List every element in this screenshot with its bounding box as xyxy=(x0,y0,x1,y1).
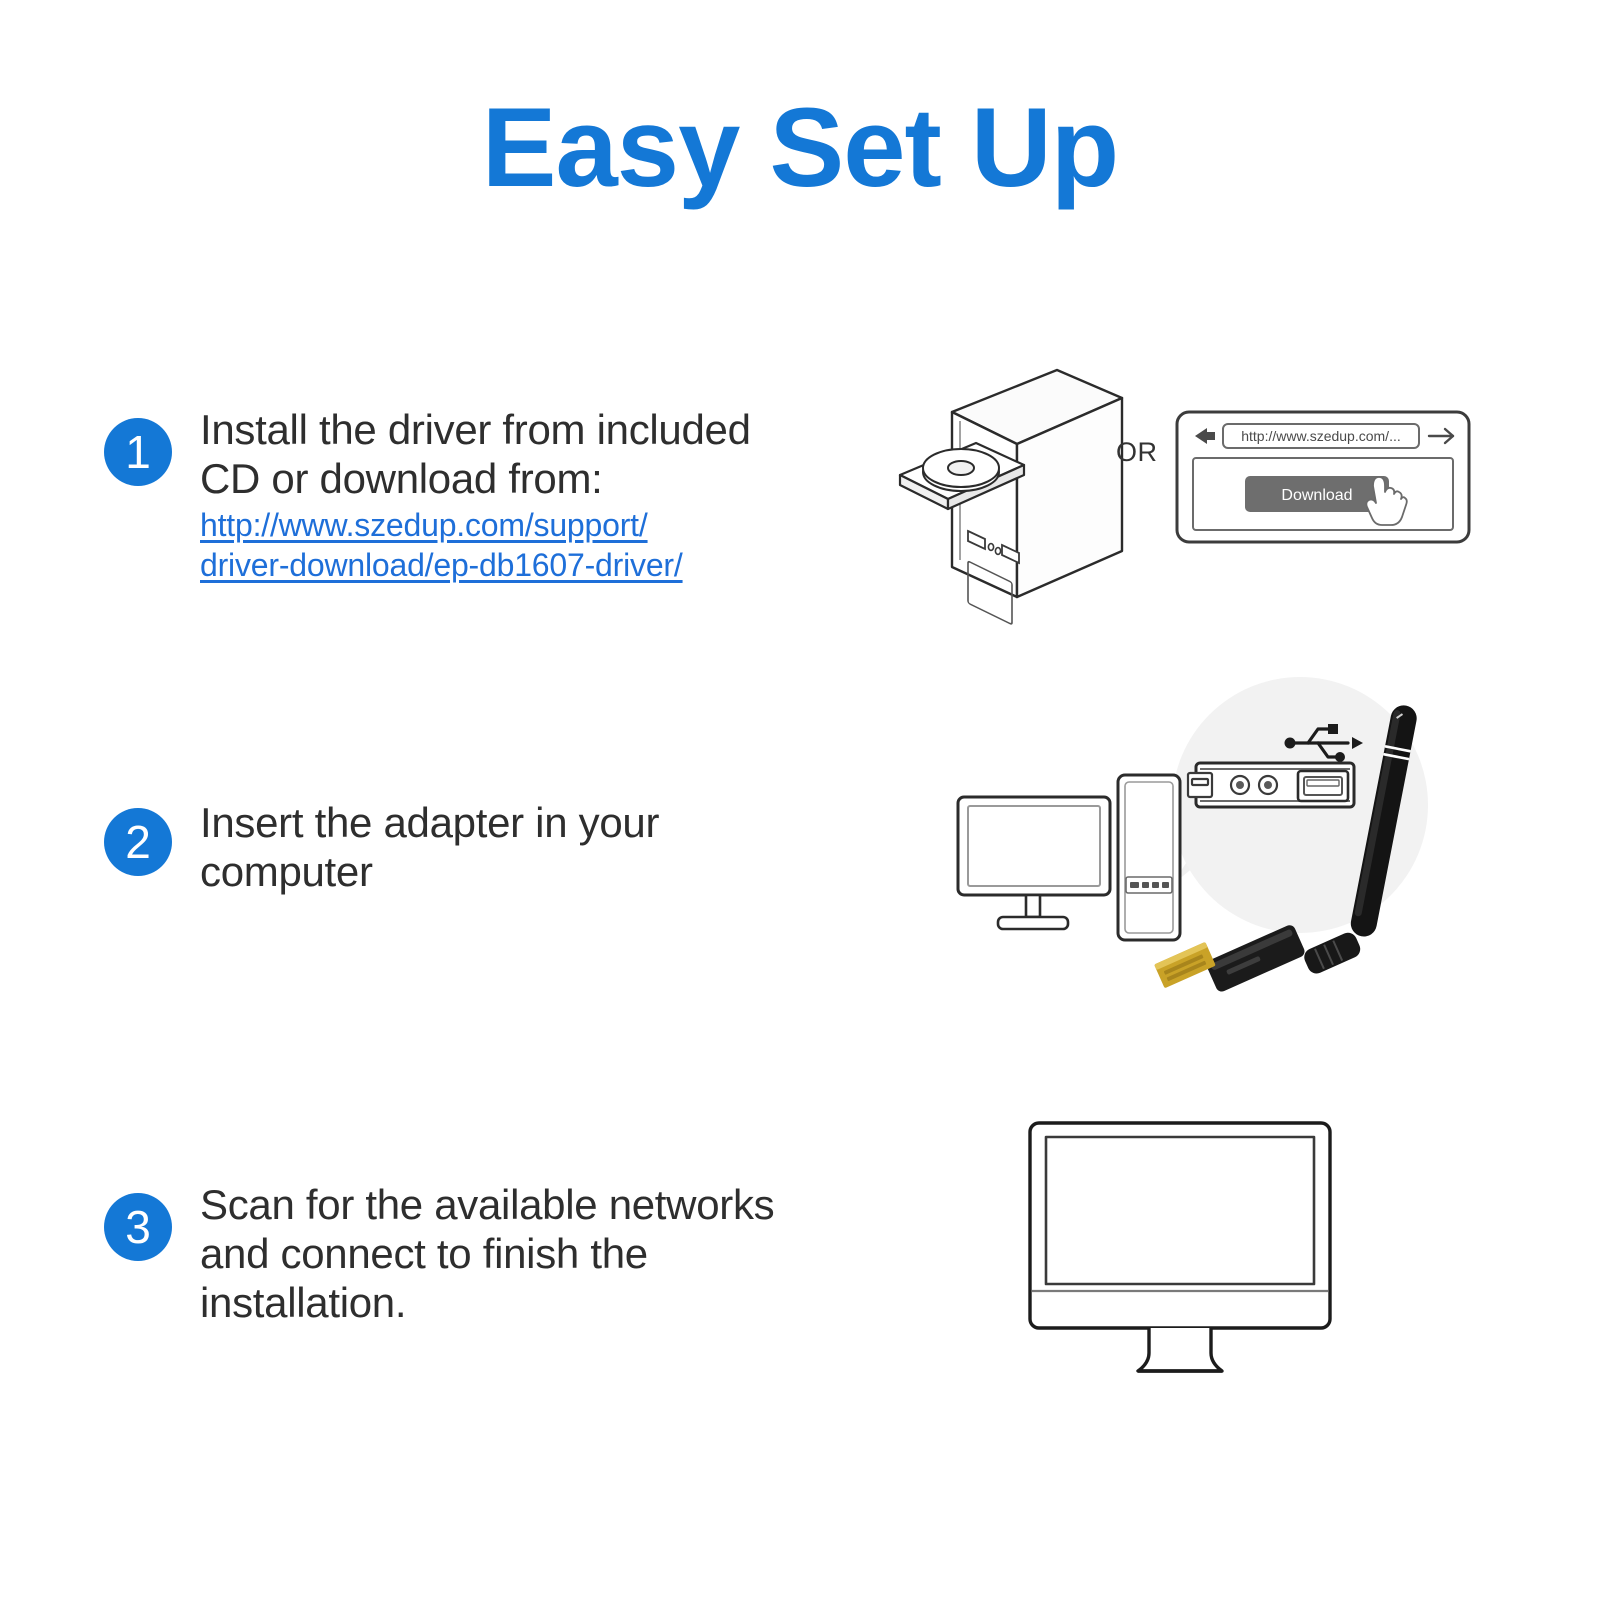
forward-arrow-icon[interactable] xyxy=(1427,427,1455,445)
step-2-instruction: Insert the adapter in your computer xyxy=(200,799,660,896)
browser-url-field[interactable] xyxy=(1222,423,1420,449)
step-3-illustration xyxy=(1010,1105,1350,1405)
usb-trident-icon xyxy=(1284,724,1363,762)
driver-download-link-line-2[interactable]: driver-download/ep-db1607-driver/ xyxy=(200,547,683,583)
download-button-label: Download xyxy=(1281,487,1352,504)
monitor-icon xyxy=(956,795,1112,931)
driver-download-link[interactable]: http://www.szedup.com/support/ driver-do… xyxy=(200,505,760,585)
step-3-instruction: Scan for the available networks and conn… xyxy=(200,1181,775,1327)
step-3-number-badge: 3 xyxy=(104,1193,172,1261)
usb-wifi-adapter-antenna-icon xyxy=(1154,705,1417,992)
step-1-number-badge: 1 xyxy=(104,418,172,486)
step-1-instruction: Install the driver from included CD or d… xyxy=(200,406,751,503)
page-title: Easy Set Up xyxy=(481,85,1119,210)
driver-download-link-line-1[interactable]: http://www.szedup.com/support/ xyxy=(200,507,648,543)
tower-front-ports xyxy=(1130,882,1169,888)
step-2-number-badge: 2 xyxy=(104,808,172,876)
step-2-row: 2 Insert the adapter in your computer xyxy=(0,677,1600,1030)
back-arrow-icon[interactable] xyxy=(1195,428,1215,444)
or-label: OR xyxy=(1116,437,1158,467)
step-1-illustration: OR http://www.szedup.com/... xyxy=(890,355,1490,625)
step-3-row: 3 Scan for the available networks and co… xyxy=(0,1110,1600,1420)
hand-pointer-icon xyxy=(1365,476,1408,526)
usb-port-panel-zoom-icon xyxy=(1186,761,1356,809)
pc-tower-cd-tray-icon xyxy=(898,368,1124,625)
step-1-row: 1 Install the driver from included CD or… xyxy=(0,368,1600,660)
browser-url-text: http://www.szedup.com/... xyxy=(1241,428,1401,444)
imac-monitor-icon xyxy=(1028,1121,1332,1373)
download-button[interactable] xyxy=(1245,476,1389,512)
pc-tower-icon xyxy=(1116,773,1182,942)
step-2-illustration xyxy=(900,677,1460,1025)
browser-window-illustration: http://www.szedup.com/... Download xyxy=(1175,410,1471,544)
